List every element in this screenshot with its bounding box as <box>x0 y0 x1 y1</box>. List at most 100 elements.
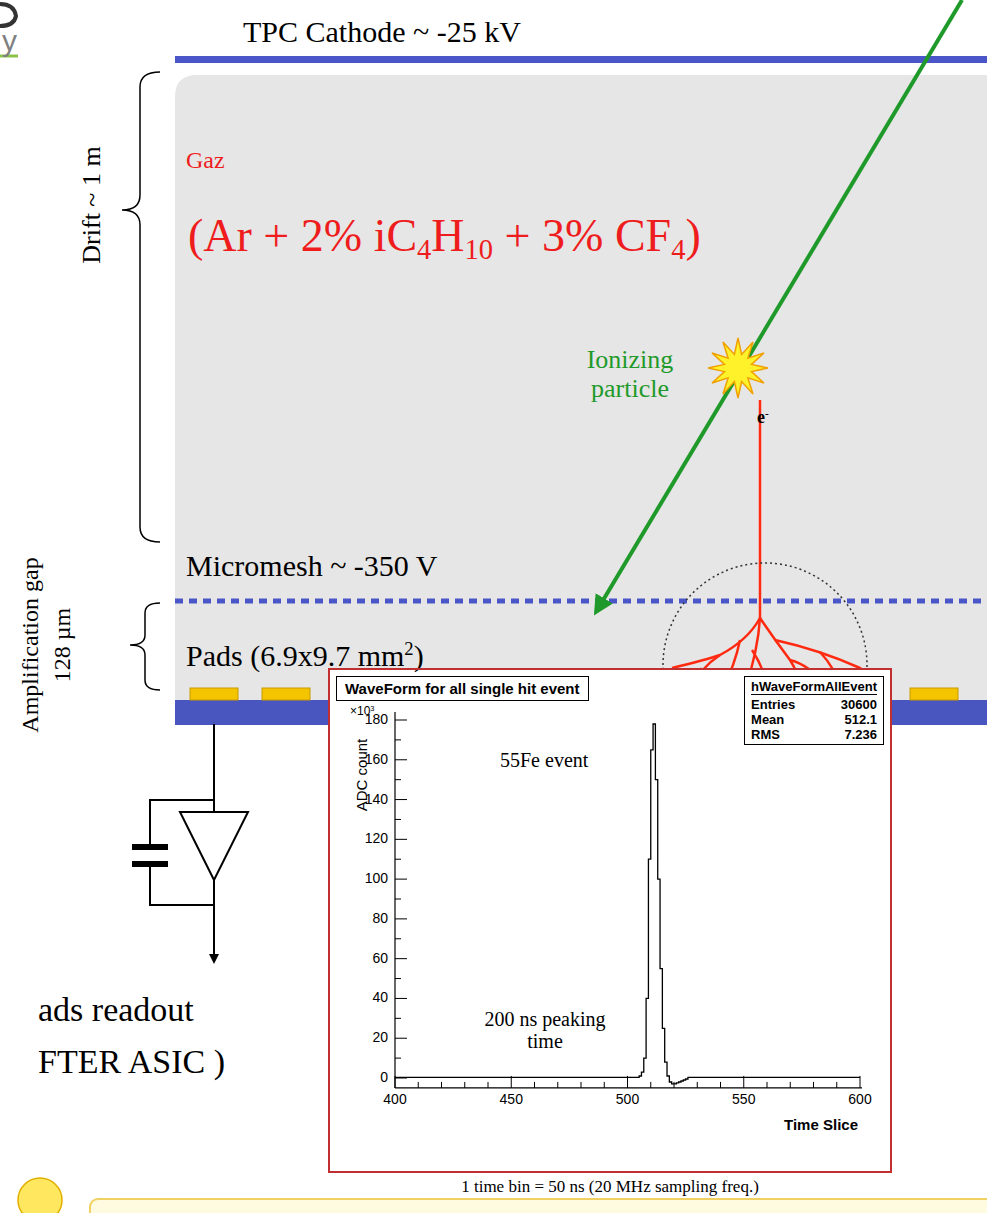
plot-note: 200 ns peaking time <box>480 1008 610 1052</box>
cathode-plane <box>175 56 987 63</box>
tick-label: 600 <box>848 1092 871 1107</box>
plot-stroke <box>395 958 407 959</box>
caption-note: 1 time bin = 50 ns (20 MHz sampling freq… <box>461 1178 759 1197</box>
lightbulb-icon <box>18 1178 62 1213</box>
plot-stroke <box>395 998 407 999</box>
plot-stroke <box>395 1018 401 1019</box>
plot-stroke <box>395 899 401 900</box>
plot-stroke <box>557 1082 558 1088</box>
plot-stroke <box>767 1082 768 1088</box>
plot-note: 55Fe event <box>500 749 588 771</box>
stats-value: 30600 <box>827 697 877 712</box>
waveform-plot <box>395 712 862 1088</box>
plot-stroke <box>395 799 407 800</box>
plot-title: WaveForm for all single hit event <box>336 676 589 701</box>
readout-pad <box>262 688 310 700</box>
plot-stroke <box>395 1038 407 1039</box>
axis-title: ADC count <box>354 739 371 812</box>
tick-label: 450 <box>500 1092 523 1107</box>
electrode-label: Micromesh ~ -350 V <box>186 549 437 582</box>
plot-stroke <box>395 720 407 721</box>
tick-label: 80 <box>372 911 388 926</box>
plot-stroke <box>395 938 401 939</box>
plot-stroke <box>394 712 395 1088</box>
particle-track <box>596 0 962 612</box>
gas-label: Gaz <box>186 147 225 173</box>
tick-label: 0 <box>380 1070 388 1085</box>
particle-label: Ionizing particle <box>570 346 690 403</box>
logo-fragment <box>0 4 16 26</box>
tick-label: 550 <box>732 1092 755 1107</box>
plot-panel: WaveForm for all single hit event hWaveFo… <box>328 668 892 1173</box>
dimension-label: Amplification gap <box>17 557 43 732</box>
axis-title: Time Slice <box>784 1117 858 1134</box>
plot-stroke <box>418 1082 419 1088</box>
plot-stroke <box>395 759 407 760</box>
tick-label: 500 <box>616 1092 639 1107</box>
tick-label: 100 <box>365 871 388 886</box>
drawing-part <box>180 812 248 880</box>
logo-text: y <box>2 24 17 57</box>
gas-mixture: (Ar + 2% iC4H10 + 3% CF4) <box>186 211 703 262</box>
dimension-label: 128 µm <box>49 608 75 683</box>
dimension-label: Drift ~ 1 m <box>78 146 107 263</box>
drawing-part <box>213 880 215 962</box>
capacitor-plate <box>132 844 168 850</box>
tick-label: 120 <box>365 832 388 847</box>
plot-stroke <box>836 1082 837 1088</box>
plot-stroke <box>395 779 401 780</box>
drift-brace <box>122 72 160 542</box>
plot-stroke <box>395 724 860 1084</box>
electrode-label: TPC Cathode ~ -25 kV <box>243 15 521 48</box>
readout-pad <box>910 688 958 700</box>
plot-stroke <box>395 879 407 880</box>
stats-key: Mean <box>751 712 809 727</box>
plot-stroke <box>813 1082 814 1088</box>
pad-label: Pads (6.9x9.7 mm2) <box>186 639 424 672</box>
plot-stroke <box>395 739 401 740</box>
plot-stroke <box>395 978 401 979</box>
plot-stroke <box>441 1082 442 1088</box>
plot-stroke <box>395 819 401 820</box>
tick-label: 400 <box>383 1092 406 1107</box>
tick-label: 20 <box>372 1031 388 1046</box>
plot-stroke <box>720 1082 721 1088</box>
plot-stroke <box>395 1058 401 1059</box>
readout-label: FTER ASIC ) <box>38 1043 225 1080</box>
stats-box: hWaveFormAllEventEntries30600Mean512.1RM… <box>744 676 884 745</box>
stats-value: 7.236 <box>827 727 877 742</box>
readout-pad <box>190 688 238 700</box>
gap-brace <box>130 603 160 690</box>
stats-key: RMS <box>751 727 809 742</box>
preamp-circuit <box>150 724 248 962</box>
plot-stroke <box>604 1082 605 1088</box>
plot-stroke <box>395 918 407 919</box>
gas-volume <box>175 75 987 700</box>
plot-stroke <box>395 859 401 860</box>
drawing-part <box>672 655 720 668</box>
drawing-part <box>150 866 214 905</box>
plot-stroke <box>697 1082 698 1088</box>
electron-label: e- <box>757 408 769 428</box>
electron-avalanche <box>672 400 878 690</box>
drawing-part <box>759 400 762 618</box>
plot-stroke <box>488 1082 489 1088</box>
plot-stroke <box>674 1082 675 1088</box>
capacitor-plate <box>132 861 168 867</box>
stats-header: hWaveFormAllEvent <box>751 679 877 695</box>
readout-label: ads readout <box>38 991 194 1028</box>
drawing-part <box>213 724 215 812</box>
tick-label: 60 <box>372 951 388 966</box>
plot-stroke <box>581 1082 582 1088</box>
plot-stroke <box>534 1082 535 1088</box>
tick-label: 40 <box>372 991 388 1006</box>
tick-label: 180 <box>365 712 388 727</box>
stats-value: 512.1 <box>827 712 877 727</box>
plot-stroke <box>395 839 407 840</box>
micromesh <box>175 599 987 604</box>
ionization-star <box>708 338 768 398</box>
note-box <box>90 1199 987 1213</box>
plot-ground <box>328 668 892 1173</box>
plot-stroke <box>790 1082 791 1088</box>
